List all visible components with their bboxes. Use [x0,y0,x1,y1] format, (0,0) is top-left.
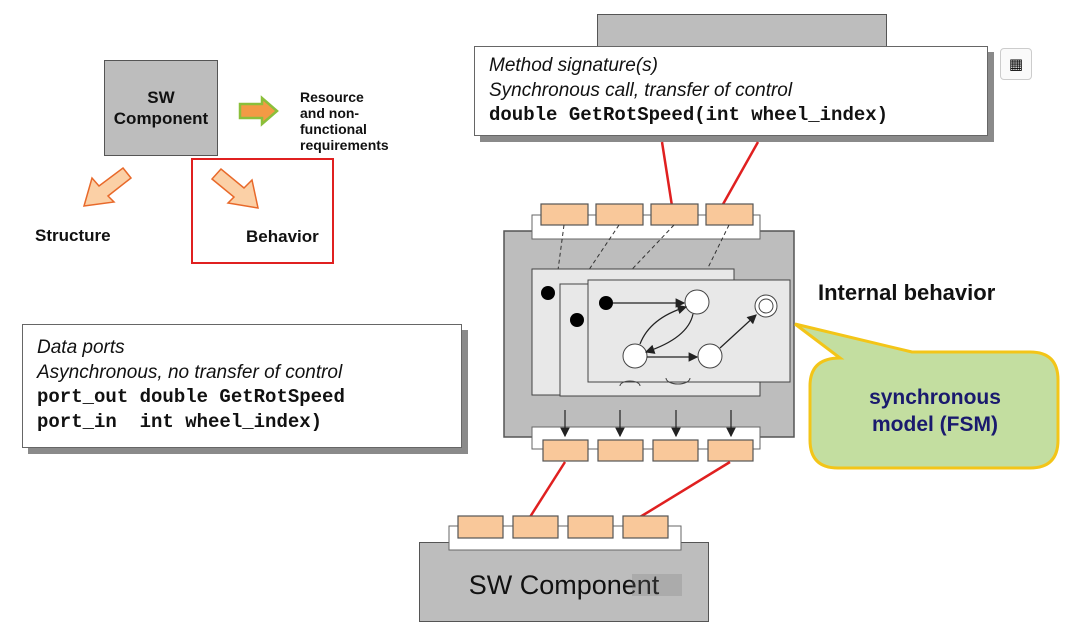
table-icon[interactable]: ▦ [1000,48,1032,80]
down-left-arrow-icon [82,166,133,207]
bottom-sw-component-label: SW Component [468,569,660,600]
red-connector [660,141,674,207]
down-arrows [560,410,736,438]
internal-behavior-label: Internal behavior [818,280,996,305]
method-signature-title: Method signature(s) [489,55,658,76]
fsm-speech-bubble [794,322,1060,470]
behavior-highlight-box [191,158,334,264]
bottom-ports [542,439,754,462]
right-arrow-icon [238,95,279,127]
bottom-port-strip [531,426,761,450]
port-out-code: port_out double GetRotSpeed [37,386,345,408]
data-ports-title: Data ports [37,337,125,358]
sw-component-label: SW Component [113,88,209,128]
method-signature-callout: Method signature(s) Synchronous call, tr… [474,46,988,136]
method-signature-code: double GetRotSpeed(int wheel_index) [489,104,889,126]
fsm-bubble-label: synchronous model (FSM) [869,386,1001,436]
red-connector [528,461,567,518]
resource-requirements-label: Resource and non- functional requirement… [300,89,389,153]
red-connector [639,460,731,519]
structure-label: Structure [35,226,111,245]
top-ports [540,203,754,226]
down-right-arrow-icon [210,167,259,209]
overlay-artifact [632,574,682,596]
behavior-label: Behavior [246,227,319,246]
sw-component-box: SW Component [104,60,218,156]
port-in-code: port_in int wheel_index) [37,411,323,433]
method-signature-desc: Synchronous call, transfer of control [489,80,793,101]
red-connector [720,141,760,207]
data-ports-desc: Asynchronous, no transfer of control [37,362,343,383]
data-ports-callout: Data ports Asynchronous, no transfer of … [22,324,462,448]
fsm-state-machine [599,289,778,369]
bottom-component-ports [457,515,669,539]
